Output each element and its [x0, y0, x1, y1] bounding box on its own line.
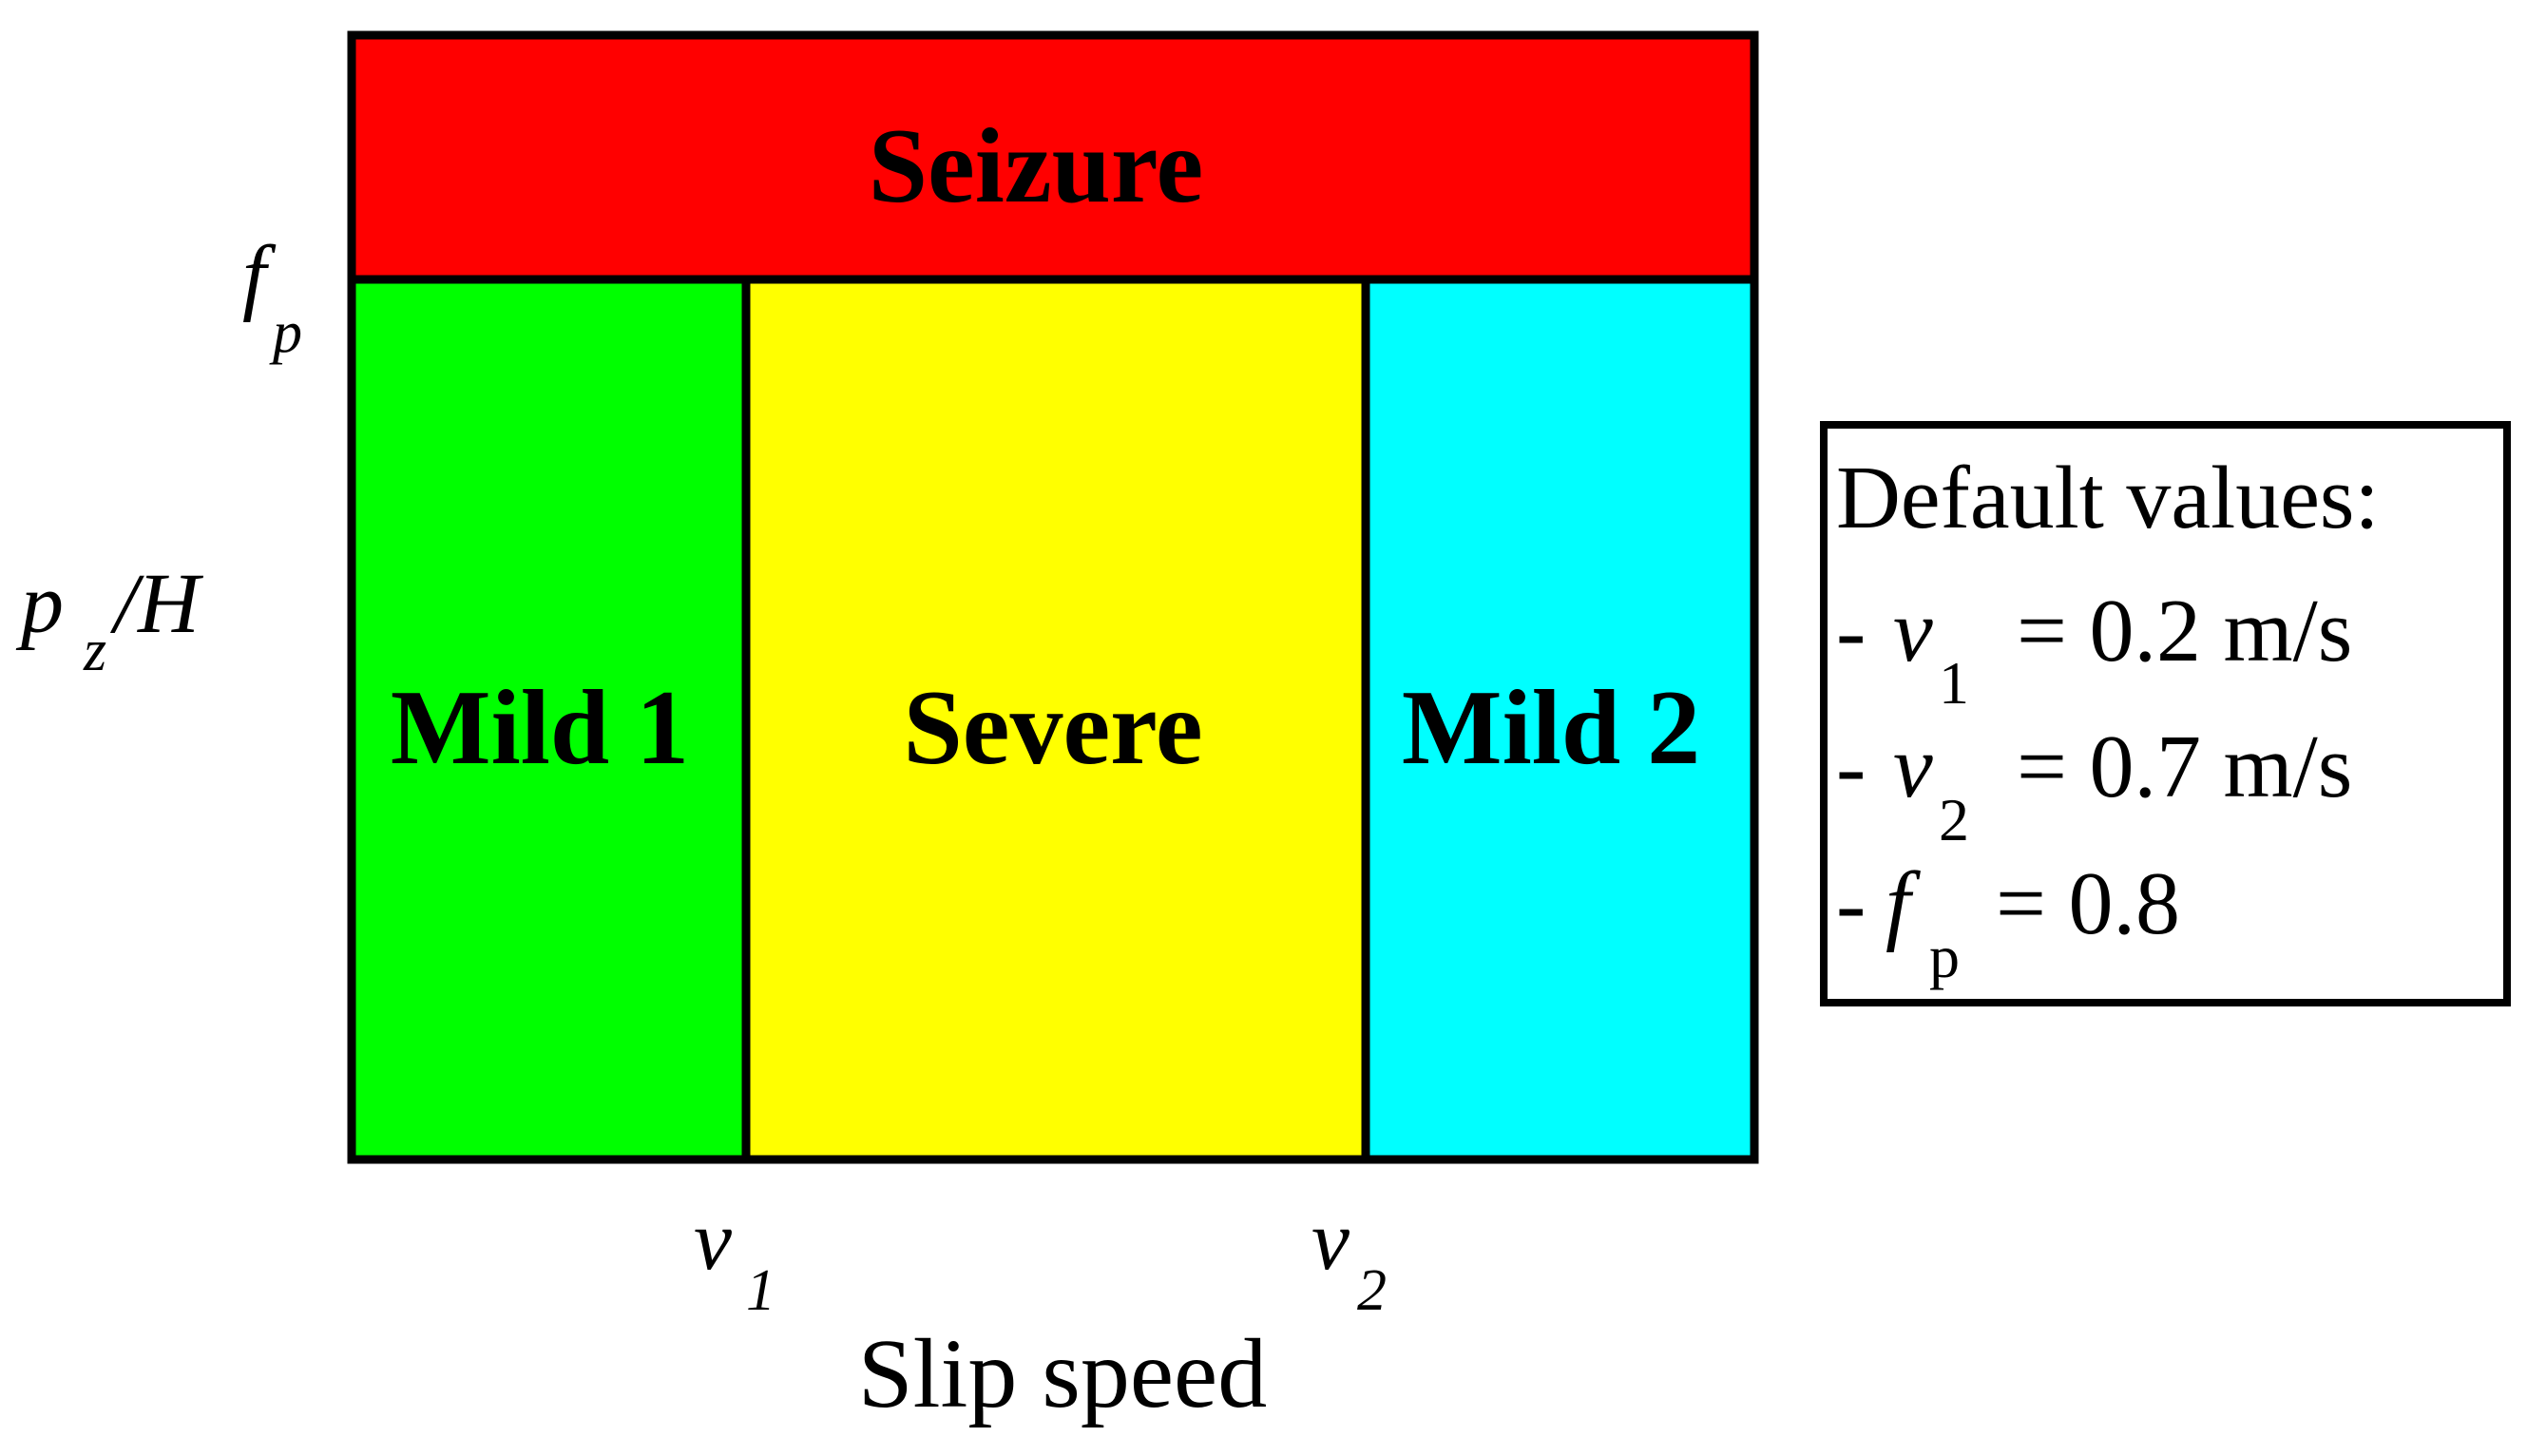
- severe-label: Severe: [903, 669, 1202, 787]
- v2-axis-label: v 2: [1311, 1194, 1387, 1323]
- legend-v2-subscript: 2: [1939, 786, 1969, 853]
- legend-title: Default values:: [1836, 449, 2380, 547]
- legend-v1-symbol: v: [1893, 582, 1933, 680]
- pz-subscript: z: [83, 619, 106, 683]
- default-values-legend: Default values: - v 1 = 0.2 m/s - v 2 = …: [1820, 421, 2511, 1006]
- legend-v1-subscript: 1: [1939, 649, 1969, 717]
- fp-subscript: p: [269, 300, 302, 365]
- x-axis-title: Slip speed: [858, 1319, 1267, 1428]
- legend-v1-value: = 0.2 m/s: [2017, 582, 2352, 680]
- pz-over-h: /H: [109, 557, 204, 651]
- fp-symbol: f: [242, 229, 277, 323]
- pz-symbol: p: [15, 557, 64, 651]
- v1-axis-label: v 1: [694, 1194, 775, 1323]
- fp-axis-label: f p: [242, 229, 302, 365]
- v1-symbol: v: [694, 1194, 732, 1288]
- legend-dash: -: [1836, 718, 1866, 816]
- seizure-label: Seizure: [869, 107, 1204, 225]
- legend-item-v2: - v 2 = 0.7 m/s: [1836, 718, 2352, 853]
- legend-v2-symbol: v: [1893, 718, 1933, 816]
- plot-frame: [347, 30, 1759, 1164]
- v2-symbol: v: [1311, 1194, 1350, 1288]
- legend-fp-value: = 0.8: [1996, 854, 2180, 953]
- v1-subscript: 1: [746, 1258, 775, 1323]
- v2-subscript: 2: [1357, 1258, 1387, 1323]
- mild2-label: Mild 2: [1402, 669, 1700, 787]
- legend-fp-subscript: p: [1929, 923, 1960, 990]
- severe-region: [746, 279, 1366, 1159]
- mild1-region: [352, 279, 746, 1159]
- legend-v2-value: = 0.7 m/s: [2017, 718, 2352, 816]
- mild2-region: [1366, 279, 1754, 1159]
- mild1-label: Mild 1: [391, 669, 689, 787]
- legend-frame: [1820, 421, 2511, 1006]
- seizure-region: [352, 35, 1754, 279]
- legend-dash: -: [1836, 582, 1866, 680]
- legend-item-v1: - v 1 = 0.2 m/s: [1836, 582, 2352, 717]
- legend-dash: -: [1836, 854, 1866, 953]
- pressure-ratio-axis-label: p z /H: [15, 557, 204, 683]
